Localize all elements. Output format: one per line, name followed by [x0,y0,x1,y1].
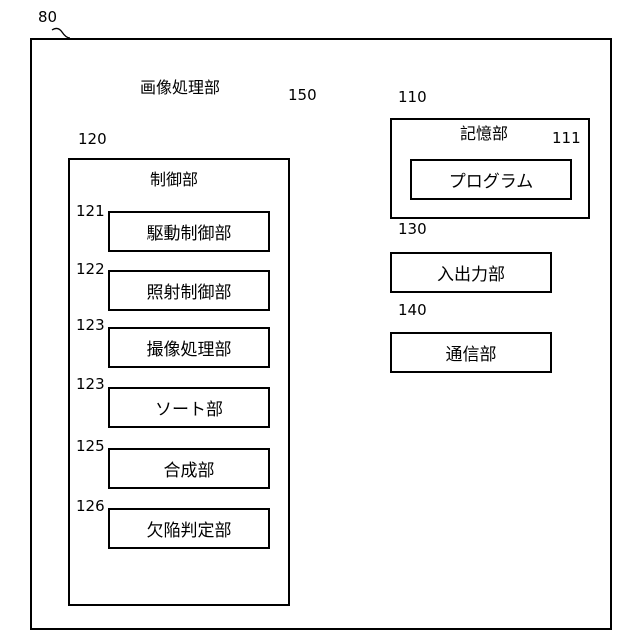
unit-ref: 123 [76,377,105,392]
storage-ref: 110 [398,90,427,105]
irradiation-control-unit: 照射制御部 [108,270,270,311]
device-ref: 80 [38,10,57,25]
defect-judgment-unit: 欠陥判定部 [108,508,270,549]
unit-ref: 123 [76,318,105,333]
unit-ref: 121 [76,204,105,219]
drive-control-unit: 駆動制御部 [108,211,270,252]
imaging-processing-unit: 撮像処理部 [108,327,270,368]
unit-ref: 125 [76,439,105,454]
storage-unit-title: 記憶部 [460,126,508,142]
communication-unit: 通信部 [390,332,552,373]
synthesis-unit: 合成部 [108,448,270,489]
unit-ref: 122 [76,262,105,277]
control-unit-title: 制御部 [150,172,198,188]
io-ref: 130 [398,222,427,237]
device-title: 画像処理部 [140,80,220,96]
comm-ref: 140 [398,303,427,318]
program-box: プログラム [410,159,572,200]
leader-80 [52,28,70,38]
unit-ref: 126 [76,499,105,514]
sort-unit: ソート部 [108,387,270,428]
io-unit: 入出力部 [390,252,552,293]
control-ref: 120 [78,132,107,147]
program-ref: 111 [552,131,581,146]
bus-ref: 150 [288,88,317,103]
